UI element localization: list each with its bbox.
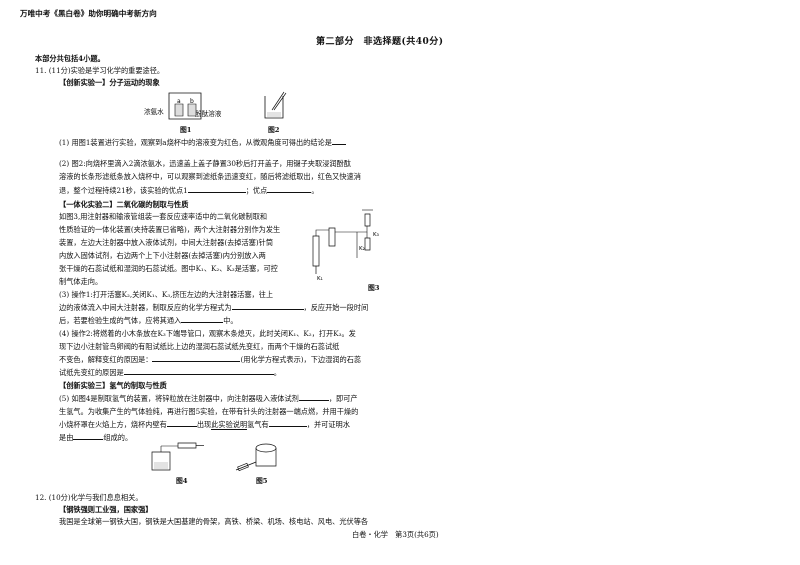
q11-part3-line3: 后，若要检验生成的气体，应将其通入中。 — [59, 316, 238, 325]
fig2-beaker — [262, 90, 288, 120]
blank-observation[interactable] — [166, 426, 197, 427]
q11-part2-line1: (2) 图2:向烧杯里滴入2滴浓氨水，迅速盖上盖子静置30秒后打开盖子，用镊子夹… — [59, 159, 351, 168]
exp2-line2: 性质验证的一体化装置(夹持装置已省略)，两个大注射器分别作为发生 — [59, 225, 281, 234]
q11-part4-line1: (4) 操作2:将燃着的小木条放在K₃下端导管口，观察木条熄灭，此时关闭K₁、K… — [59, 329, 356, 338]
blank-advantage-1[interactable] — [187, 192, 246, 193]
exp2-line3: 装置，左边大注射器中放入液体试剂，中间大注射器(去掉活塞)针筒 — [59, 238, 274, 247]
fig1-a-label: a — [177, 98, 181, 105]
q11-part2-line3: 退，整个过程持续21秒，该实验的优点1；优点。 — [59, 186, 319, 195]
q12-stem: 12. (10分)化学与我们息息相关。 — [35, 493, 143, 502]
q12-line1: 我国是全球第一钢铁大国，钢铁是大国基建的骨架，高铁、桥梁、机场、核电站、风电、光… — [59, 517, 369, 526]
fig3-apparatus: K₁ K₂ K₃ — [305, 210, 379, 282]
q11-part4-line2: 现下边小注射管鸟卵阀的有阻试纸比上边的湿润石蕊试纸先变红，而两个干燥的石蕊试纸 — [59, 342, 340, 351]
blank-hydrogen-property[interactable] — [268, 426, 307, 427]
q11-stem: 11. (11分)实验是学习化学的重要途径。 — [35, 66, 165, 75]
page-header: 万唯中考《黑白卷》助你明确中考新方向 — [20, 9, 157, 18]
fig5-caption: 图5 — [256, 477, 268, 485]
blank-redden-equation[interactable] — [152, 361, 241, 362]
exp2-title: 【一体化实验二】二氧化碳的制取与性质 — [59, 200, 189, 209]
blank-redden-reason[interactable] — [123, 374, 274, 375]
blank-co2-equation[interactable] — [231, 309, 304, 310]
fig5-apparatus — [234, 434, 278, 474]
fig1-label-left: 浓氨水 — [144, 108, 164, 116]
q11-part3-line2: 边的液体流入中间大注射器，制取反应的化学方程式为，反应开始一段时间 — [59, 303, 369, 312]
fig3-k3-label: K₃ — [373, 232, 379, 238]
fig1-label-right: 酚酞溶液 — [195, 110, 222, 118]
fig1-caption: 图1 — [180, 126, 192, 134]
blank-test-reagent[interactable] — [181, 322, 224, 323]
q11-part5-line3: 小烧杯罩在火焰上方，烧杯内壁有出现此实验说明氢气有，并可证明水 — [59, 420, 350, 430]
fig1-b-label: b — [190, 98, 194, 105]
q11-part4-line4: 试纸先变红的原因是。 — [59, 368, 281, 377]
fig3-caption: 图3 — [368, 284, 380, 292]
exp3-title: 【创新实验三】氢气的制取与性质 — [59, 381, 167, 390]
exp1-title: 【创新实验一】分子运动的现象 — [59, 78, 160, 87]
fig3-k2-label: K₂ — [359, 246, 365, 252]
part-intro: 本部分共包括4小题。 — [35, 54, 105, 63]
fig4-apparatus — [148, 440, 208, 472]
fig3-k1-label: K₁ — [317, 276, 323, 282]
blank-advantage-2[interactable] — [267, 192, 312, 193]
page-footer: 白卷・化学 第3页(共6页) — [352, 530, 439, 539]
fig4-caption: 图4 — [176, 477, 188, 485]
exp2-line5: 张干燥的石蕊试纸和湿润的石蕊试纸。图中K₁、K₂、K₃是活塞，可控 — [59, 264, 278, 273]
q12-subtitle: 【钢铁强则工业强，国家强】 — [59, 505, 153, 514]
q11-part2-line2: 溶液的长条形滤纸条放入烧杯中，可以观察到滤纸条迅速变红，随后将滤纸取出，红色又快… — [59, 172, 361, 181]
q11-part5-line4: 是由组成的。 — [59, 433, 133, 442]
blank-liquid-reagent[interactable] — [298, 400, 329, 401]
fig1-apparatus: a b — [168, 92, 202, 120]
exp2-line1: 如图3,用注射器和输液管组装一套反应速率适中的二氧化碳制取和 — [59, 212, 268, 221]
exp2-line4: 内放入固体试剂，右边两个上下小注射器(去掉活塞)内分别放入两 — [59, 251, 266, 260]
part-title: 第二部分 非选择题(共40分) — [316, 37, 444, 47]
q11-part3-line1: (3) 操作1:打开活塞K₂,关闭K₁、K₃,挤压左边的大注射器活塞，往上 — [59, 290, 274, 299]
q11-part1: (1) 用图1装置进行实验，观察到a烧杯中的溶液变为红色，从微观角度可得出的结论… — [59, 138, 346, 147]
exp2-line6: 制气体走向。 — [59, 277, 103, 286]
q11-part4-line3: 不变色，解释变红的原因是：(用化学方程式表示)，下边湿润的石蕊 — [59, 355, 362, 364]
q11-part5-line2: 生氢气。为收集产生的气体验纯，再进行图5实验，在带有针头的注射器一端点燃，并用干… — [59, 407, 359, 416]
blank-water-composition[interactable] — [73, 439, 104, 440]
q11-part5-line1: (5) 如图4是制取氢气的装置，将锌粒放在注射器中，向注射器吸入液体试剂，即可产 — [59, 394, 358, 403]
fig2-caption: 图2 — [268, 126, 280, 134]
